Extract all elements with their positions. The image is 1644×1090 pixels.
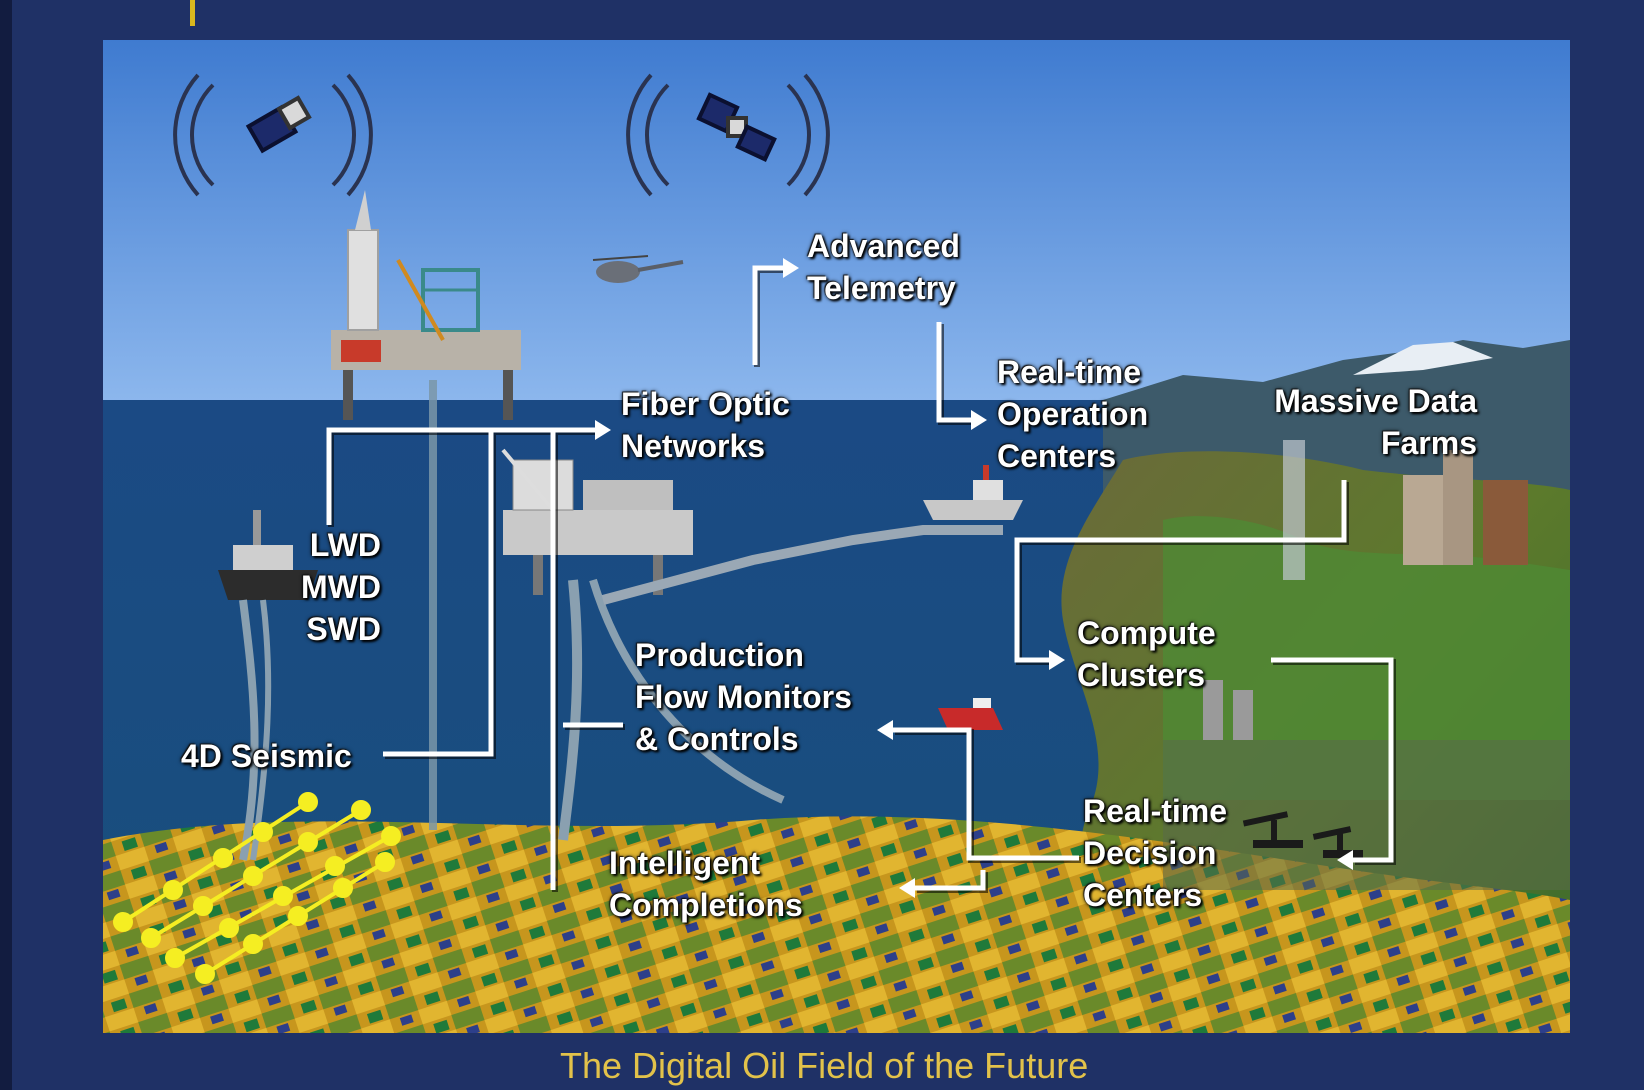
label-line: Centers — [1083, 877, 1203, 913]
label-line: Centers — [997, 438, 1117, 474]
title-accent — [190, 0, 195, 26]
label-line: Real-time — [997, 354, 1142, 390]
slide-edge — [0, 0, 12, 1090]
label-line: Flow Monitors — [635, 679, 852, 715]
connector-compute-to-decision — [1271, 657, 1394, 863]
label-line: Fiber Optic — [621, 386, 790, 422]
illustration-canvas — [103, 40, 1570, 1033]
helicopter-icon — [592, 255, 684, 283]
connector-lwd-to-fiber — [326, 427, 595, 525]
digital-oilfield-illustration: Advanced Telemetry Fiber Optic Networks … — [103, 40, 1570, 1033]
label-compute-clusters: Compute Clusters — [1077, 612, 1216, 696]
label-massive-data-farms: Massive Data Farms — [1253, 380, 1477, 464]
label-line: LWD — [309, 527, 381, 563]
connector-telemetry-to-operation — [936, 322, 971, 423]
ship-icon — [923, 465, 1023, 520]
figure-caption: The Digital Oil Field of the Future — [560, 1045, 1089, 1086]
label-intelligent-completions: Intelligent Completions — [609, 842, 803, 926]
ship-icon — [218, 510, 318, 861]
label-line: Operation — [997, 396, 1149, 432]
label-line: Farms — [1380, 425, 1477, 461]
connector-seismic-to-fiber — [383, 430, 494, 757]
label-line: Production — [635, 637, 804, 673]
label-production-flow-monitors: Production Flow Monitors & Controls — [635, 634, 852, 760]
label-line: Intelligent — [609, 845, 761, 881]
label-realtime-decision-centers: Real-time Decision Centers — [1083, 790, 1227, 916]
cropped-slide-title — [118, 0, 1558, 12]
pipeline — [601, 525, 1003, 605]
label-advanced-telemetry: Advanced Telemetry — [807, 225, 960, 309]
snow-peak — [1353, 342, 1493, 375]
label-line: Telemetry — [807, 270, 956, 306]
label-lwd-mwd-swd: LWD MWD SWD — [253, 524, 381, 650]
label-line: SWD — [306, 611, 381, 647]
label-line: Completions — [609, 887, 803, 923]
flow-connectors — [326, 258, 1396, 898]
label-line: Compute — [1077, 615, 1216, 651]
label-line: Massive Data — [1274, 383, 1477, 419]
satellite-icon — [173, 73, 373, 197]
connector-decision-to-production — [893, 727, 1079, 861]
seismic-grid — [113, 792, 401, 984]
ship-icon — [938, 698, 1003, 730]
satellite-icon — [626, 73, 830, 197]
label-line: Real-time — [1083, 793, 1228, 829]
drilling-rig-icon — [331, 190, 521, 830]
label-line: Advanced — [807, 228, 960, 264]
arrowheads — [595, 258, 1353, 898]
label-line: Networks — [621, 428, 766, 464]
pump-jack-icon — [1242, 811, 1363, 858]
connector-fiber-to-telemetry — [752, 265, 783, 365]
label-line: Clusters — [1077, 657, 1206, 693]
label-line: MWD — [301, 569, 381, 605]
label-4d-seismic: 4D Seismic — [181, 738, 352, 774]
connector-decision-to-completions — [915, 870, 986, 891]
label-line: & Controls — [635, 721, 799, 757]
offshore-platform-icon — [501, 448, 785, 841]
label-fiber-optic-networks: Fiber Optic Networks — [621, 383, 790, 467]
connector-datafarm-to-compute — [1014, 480, 1347, 663]
label-realtime-operation-centers: Real-time Operation Centers — [997, 351, 1148, 477]
label-line: Decision — [1083, 835, 1217, 871]
